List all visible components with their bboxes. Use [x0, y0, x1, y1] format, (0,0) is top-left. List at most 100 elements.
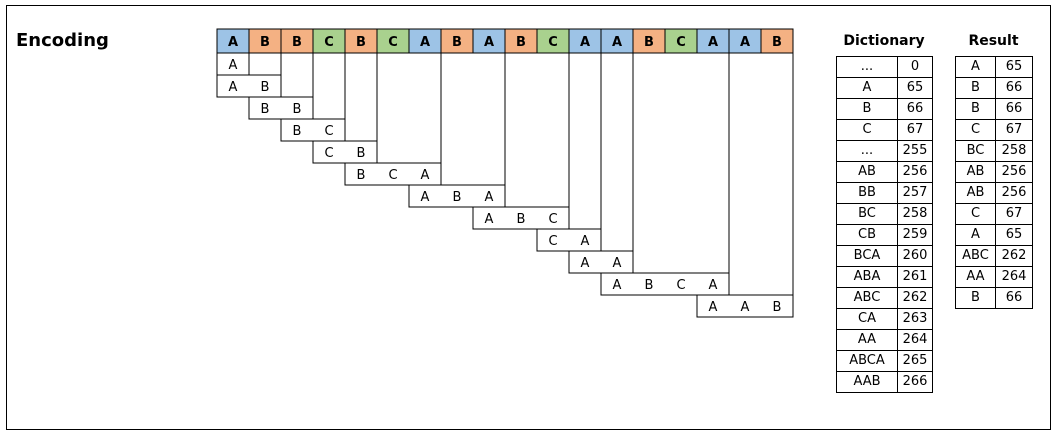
dictionary-string: BC [836, 203, 898, 225]
step-char: B [773, 300, 782, 315]
input-cell [632, 28, 666, 54]
dictionary-code: 261 [897, 266, 933, 288]
step-char: A [709, 278, 718, 293]
dictionary-string: CA [836, 308, 898, 330]
result-string: ABC [955, 245, 996, 267]
dictionary-string: ... [836, 140, 898, 162]
input-cell-label: B [516, 35, 526, 50]
step-char: A [581, 234, 590, 249]
result-string: C [955, 119, 996, 141]
result-code: 256 [995, 161, 1033, 183]
result-code: 65 [995, 224, 1033, 246]
input-cell-label: A [580, 35, 590, 50]
dictionary-code: 259 [897, 224, 933, 246]
result-string: AB [955, 161, 996, 183]
dictionary-header: Dictionary [843, 33, 925, 49]
input-cell [440, 28, 474, 54]
dictionary-code: 66 [897, 98, 933, 120]
input-cell-label: B [452, 35, 462, 50]
step-char: B [293, 124, 302, 139]
step-char: C [548, 234, 557, 249]
dictionary-row: ...255 [836, 140, 933, 162]
step-box [344, 162, 442, 186]
result-string: BC [955, 140, 996, 162]
dictionary-code: 260 [897, 245, 933, 267]
step-char: B [293, 102, 302, 117]
step-char: B [261, 80, 270, 95]
input-cell-label: B [356, 35, 366, 50]
result-code: 258 [995, 140, 1033, 162]
dictionary-string: BCA [836, 245, 898, 267]
input-cell [472, 28, 506, 54]
step-char: C [388, 168, 397, 183]
result-code: 66 [995, 287, 1033, 309]
step-box [696, 294, 794, 318]
step-char: B [357, 168, 366, 183]
result-string: A [955, 224, 996, 246]
step-char: A [581, 256, 590, 271]
input-cell-label: B [772, 35, 782, 50]
input-cell-label: A [228, 35, 238, 50]
result-code: 262 [995, 245, 1033, 267]
input-cell-label: C [676, 35, 686, 50]
dictionary-string: BB [836, 182, 898, 204]
input-cell [408, 28, 442, 54]
step-char: B [261, 102, 270, 117]
step-char: B [357, 146, 366, 161]
dictionary-code: 0 [897, 56, 933, 78]
input-cell [728, 28, 762, 54]
step-char: A [485, 190, 494, 205]
input-cell [568, 28, 602, 54]
step-box [216, 74, 282, 98]
dictionary-code: 263 [897, 308, 933, 330]
step-char: B [645, 278, 654, 293]
input-cell-label: C [388, 35, 398, 50]
input-cell [536, 28, 570, 54]
step-char: A [613, 278, 622, 293]
dictionary-code: 264 [897, 329, 933, 351]
dictionary-string: ABCA [836, 350, 898, 372]
result-code: 66 [995, 77, 1033, 99]
dictionary-string: ... [836, 56, 898, 78]
input-cell [280, 28, 314, 54]
input-cell-label: B [644, 35, 654, 50]
result-code: 67 [995, 119, 1033, 141]
dictionary-code: 266 [897, 371, 933, 393]
step-box [248, 96, 314, 120]
step-box [408, 184, 506, 208]
step-box [568, 250, 634, 274]
step-char: C [324, 146, 333, 161]
result-string: AA [955, 266, 996, 288]
input-cell-label: C [548, 35, 558, 50]
result-string: C [955, 203, 996, 225]
input-cell [344, 28, 378, 54]
dictionary-string: A [836, 77, 898, 99]
result-string: AB [955, 182, 996, 204]
result-code: 256 [995, 182, 1033, 204]
dictionary-code: 258 [897, 203, 933, 225]
input-cell-label: A [740, 35, 750, 50]
step-char: C [676, 278, 685, 293]
result-code: 66 [995, 98, 1033, 120]
dictionary-code: 256 [897, 161, 933, 183]
input-cell-label: A [420, 35, 430, 50]
dictionary-code: 257 [897, 182, 933, 204]
